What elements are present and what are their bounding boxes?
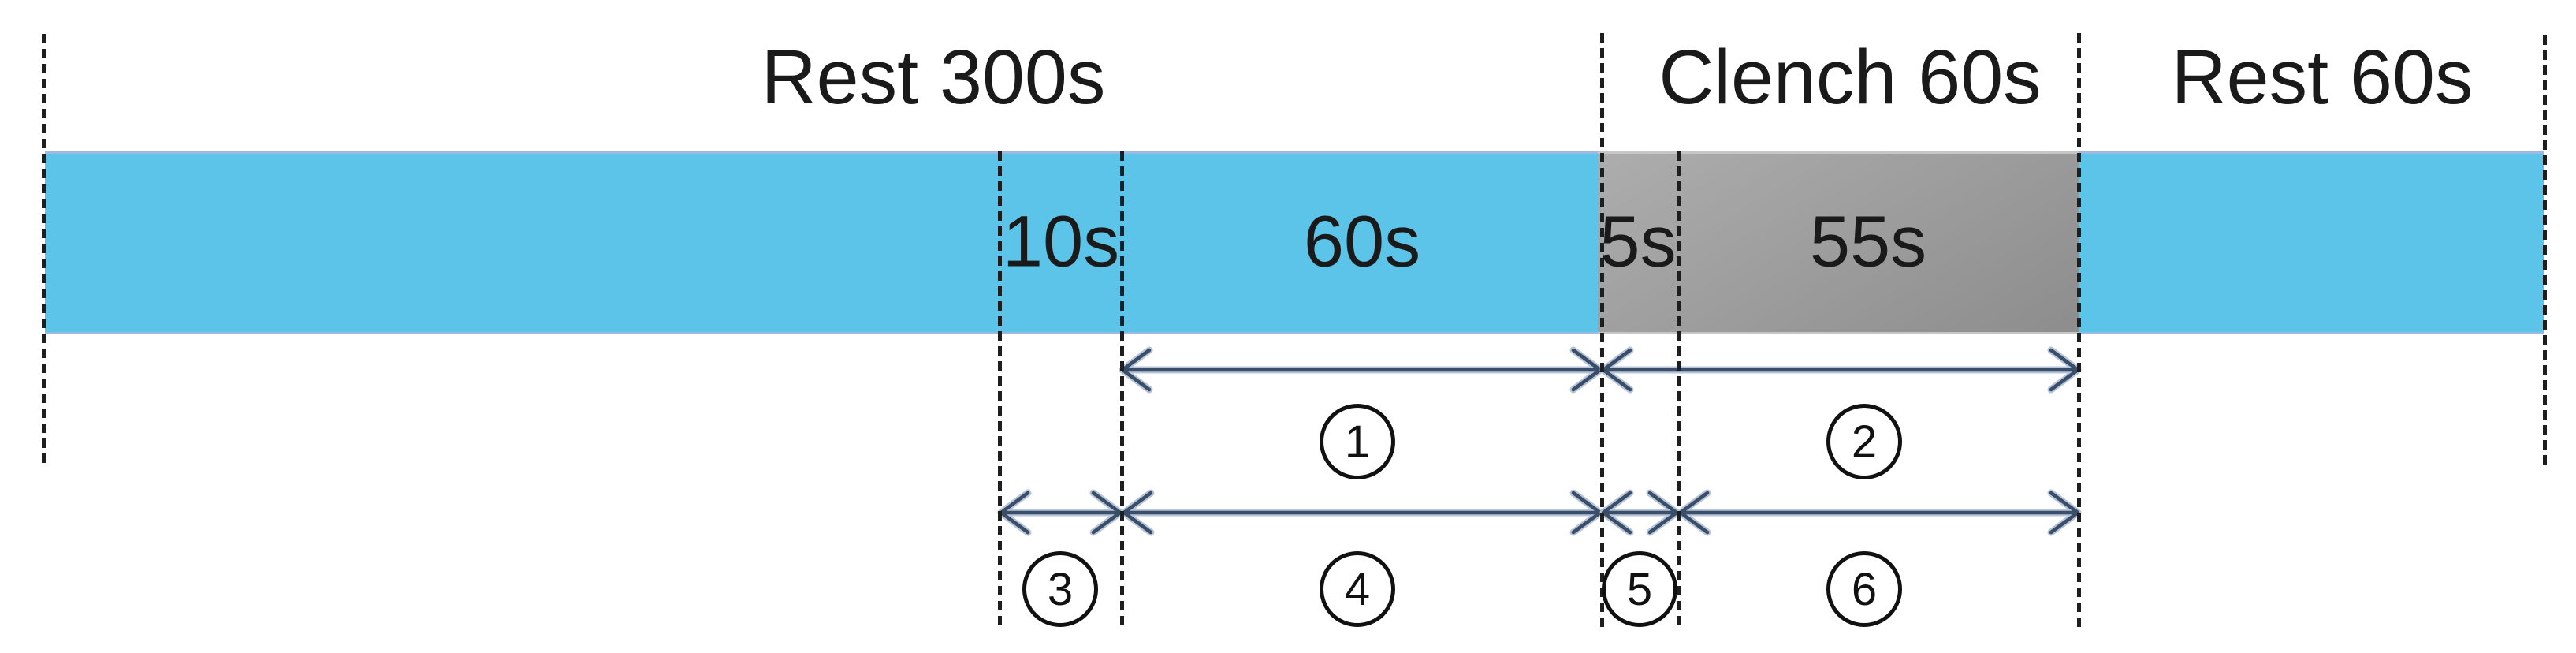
circled-number-6: 6 [1826,551,1902,627]
bar-segment-rest-blue-right [2079,151,2544,334]
duration-label-5s: 5s [1599,201,1677,282]
dashed-line-10s-end [1120,151,1124,629]
arrow-span-4 [1120,489,1604,536]
duration-label-55s: 55s [1809,201,1927,282]
dashed-line-end [2543,35,2547,468]
arrow-span-1 [1119,346,1604,394]
dashed-line-10s-start [998,151,1002,629]
circled-number-2: 2 [1826,404,1902,479]
arrow-span-2 [1599,346,2082,394]
bar-segment-rest-blue-left [45,151,1598,334]
duration-label-10s: 10s [1002,201,1120,282]
arrow-span-3 [997,489,1124,536]
circled-number-5: 5 [1602,551,1677,627]
dashed-line-start [42,34,46,468]
circled-number-3: 3 [1022,551,1098,627]
phase-title-rest-300s: Rest 300s [761,34,1106,120]
phase-title-rest-60s: Rest 60s [2171,34,2474,120]
dashed-line-clench-end [2077,33,2081,629]
dashed-line-clench-start [1600,33,1604,629]
dashed-line-5s-end [1677,151,1681,629]
phase-title-clench-60s: Clench 60s [1658,34,2042,120]
arrow-span-6 [1677,489,2082,536]
duration-label-60s: 60s [1303,201,1421,282]
circled-number-1: 1 [1320,404,1395,479]
arrow-span-5 [1599,489,1681,536]
circled-number-4: 4 [1320,551,1395,627]
